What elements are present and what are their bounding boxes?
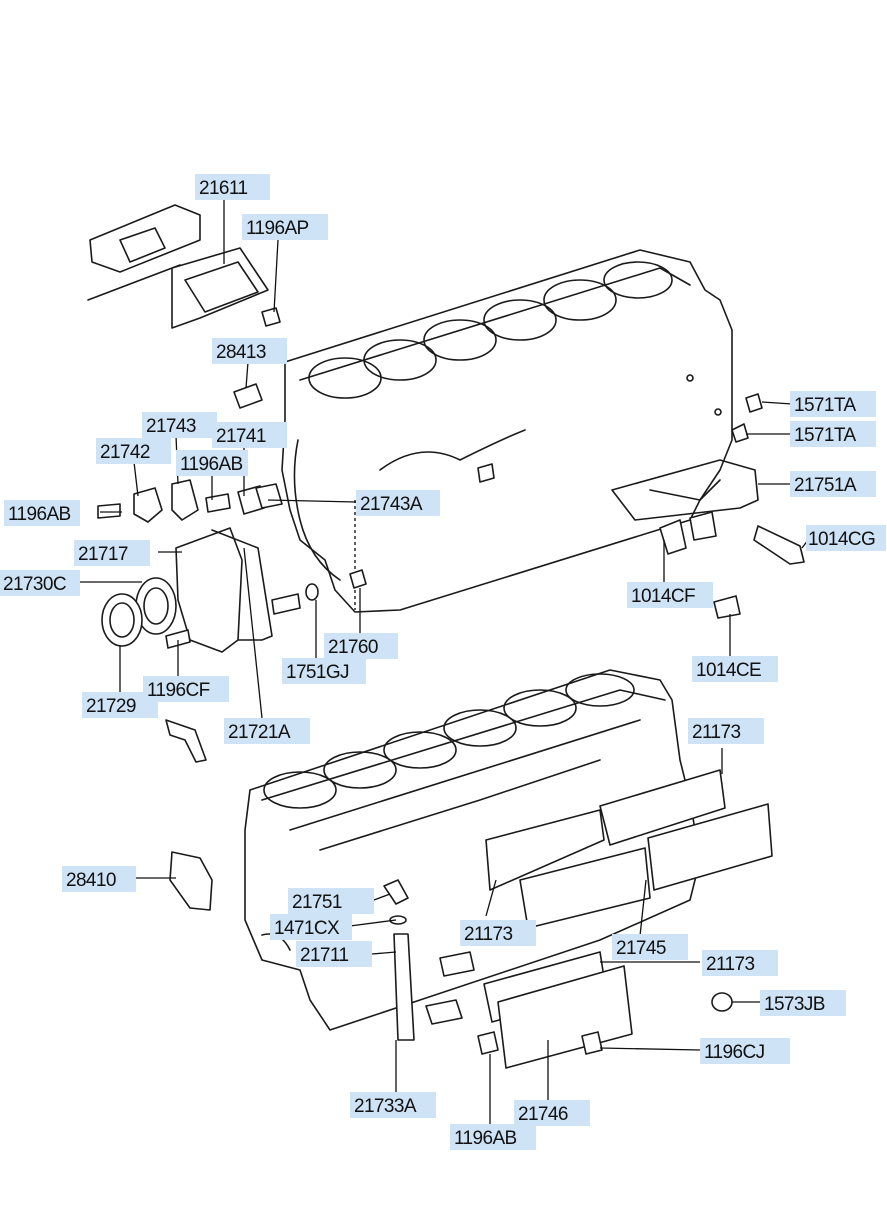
label-21745[interactable]: 21745	[612, 934, 688, 960]
plug-28413	[233, 383, 263, 409]
svg-text:1196AB: 1196AB	[8, 504, 71, 525]
svg-text:21729: 21729	[86, 696, 136, 717]
label-1014CF[interactable]: 1014CF	[627, 582, 713, 608]
svg-text:21741: 21741	[216, 426, 266, 447]
svg-text:1571TA: 1571TA	[794, 395, 856, 416]
label-1573JB[interactable]: 1573JB	[760, 990, 846, 1016]
lower-engine-block	[244, 669, 701, 1031]
svg-text:21173: 21173	[706, 954, 754, 975]
svg-text:21743A: 21743A	[360, 494, 423, 515]
label-1196CF[interactable]: 1196CF	[143, 676, 229, 702]
svg-text:21173: 21173	[464, 924, 512, 945]
svg-text:28413: 28413	[216, 342, 266, 363]
lower-parts	[169, 769, 773, 1069]
svg-text:21173: 21173	[692, 722, 740, 743]
svg-text:21717: 21717	[78, 544, 128, 565]
label-1751GJ[interactable]: 1751GJ	[282, 658, 366, 684]
svg-text:1196AB: 1196AB	[454, 1128, 517, 1149]
label-1014CE[interactable]: 1014CE	[692, 656, 778, 682]
label-21742[interactable]: 21742	[96, 438, 171, 464]
leader-lines	[78, 198, 809, 1126]
label-21173-lower[interactable]: 21173	[702, 950, 778, 976]
upper-engine-block	[281, 249, 759, 613]
svg-text:1196CJ: 1196CJ	[704, 1042, 765, 1063]
label-21721A[interactable]: 21721A	[224, 718, 310, 744]
label-28413[interactable]: 28413	[212, 338, 287, 364]
label-21746[interactable]: 21746	[514, 1100, 590, 1126]
svg-text:1196CF: 1196CF	[147, 680, 210, 701]
svg-text:21751A: 21751A	[794, 475, 857, 496]
svg-text:21746: 21746	[518, 1104, 568, 1125]
label-21741[interactable]: 21741	[212, 422, 287, 448]
label-21717[interactable]: 21717	[74, 540, 150, 566]
label-1196CJ[interactable]: 1196CJ	[700, 1038, 790, 1064]
label-1571TA-top[interactable]: 1571TA	[790, 391, 876, 417]
svg-text:21711: 21711	[300, 945, 348, 966]
engine-drawing	[87, 204, 805, 1069]
svg-text:1196AB: 1196AB	[180, 454, 243, 475]
label-21751[interactable]: 21751	[288, 888, 374, 914]
label-21760[interactable]: 21760	[324, 633, 398, 659]
label-21730C[interactable]: 21730C	[0, 570, 80, 596]
svg-text:21743: 21743	[146, 416, 196, 437]
label-21711[interactable]: 21711	[296, 941, 372, 967]
label-21611[interactable]: 21611	[195, 174, 270, 200]
label-21173-middle[interactable]: 21173	[460, 920, 536, 946]
svg-text:21742: 21742	[100, 442, 150, 463]
svg-text:1014CF: 1014CF	[631, 586, 695, 607]
label-21743[interactable]: 21743	[142, 412, 217, 438]
svg-text:1471CX: 1471CX	[274, 918, 340, 939]
svg-text:21751: 21751	[292, 892, 342, 913]
part-labels: 21611 1196AP 28413 21743 21741 21742 119…	[0, 174, 886, 1150]
svg-text:21721A: 21721A	[228, 722, 291, 743]
svg-text:21745: 21745	[616, 938, 666, 959]
svg-text:28410: 28410	[66, 870, 116, 891]
label-21173-top[interactable]: 21173	[688, 718, 764, 744]
svg-text:1571TA: 1571TA	[794, 425, 856, 446]
svg-text:1573JB: 1573JB	[764, 994, 825, 1015]
svg-text:1196AP: 1196AP	[246, 218, 309, 239]
svg-text:21733A: 21733A	[354, 1096, 417, 1117]
svg-text:1014CE: 1014CE	[696, 660, 761, 681]
right-side-parts	[659, 393, 805, 619]
label-1571TA-bottom[interactable]: 1571TA	[790, 421, 876, 447]
svg-text:21730C: 21730C	[3, 574, 66, 595]
label-1196AB-left[interactable]: 1196AB	[4, 500, 80, 526]
label-21751A[interactable]: 21751A	[790, 471, 876, 497]
label-1471CX[interactable]: 1471CX	[270, 914, 352, 940]
label-21733A[interactable]: 21733A	[350, 1092, 436, 1118]
label-1196AB-bottom[interactable]: 1196AB	[450, 1124, 536, 1150]
svg-text:1014CG: 1014CG	[808, 529, 875, 550]
svg-text:1751GJ: 1751GJ	[286, 662, 349, 683]
svg-text:21611: 21611	[199, 178, 247, 199]
front-cover-parts	[97, 479, 367, 763]
label-1196AP[interactable]: 1196AP	[242, 214, 328, 240]
label-28410[interactable]: 28410	[62, 866, 136, 892]
label-21743A[interactable]: 21743A	[356, 490, 440, 516]
bolt-1196AP	[261, 307, 281, 327]
label-1196AB-upper[interactable]: 1196AB	[176, 450, 248, 476]
svg-text:21760: 21760	[328, 637, 378, 658]
label-1014CG[interactable]: 1014CG	[806, 525, 886, 551]
part-21611	[87, 204, 269, 329]
